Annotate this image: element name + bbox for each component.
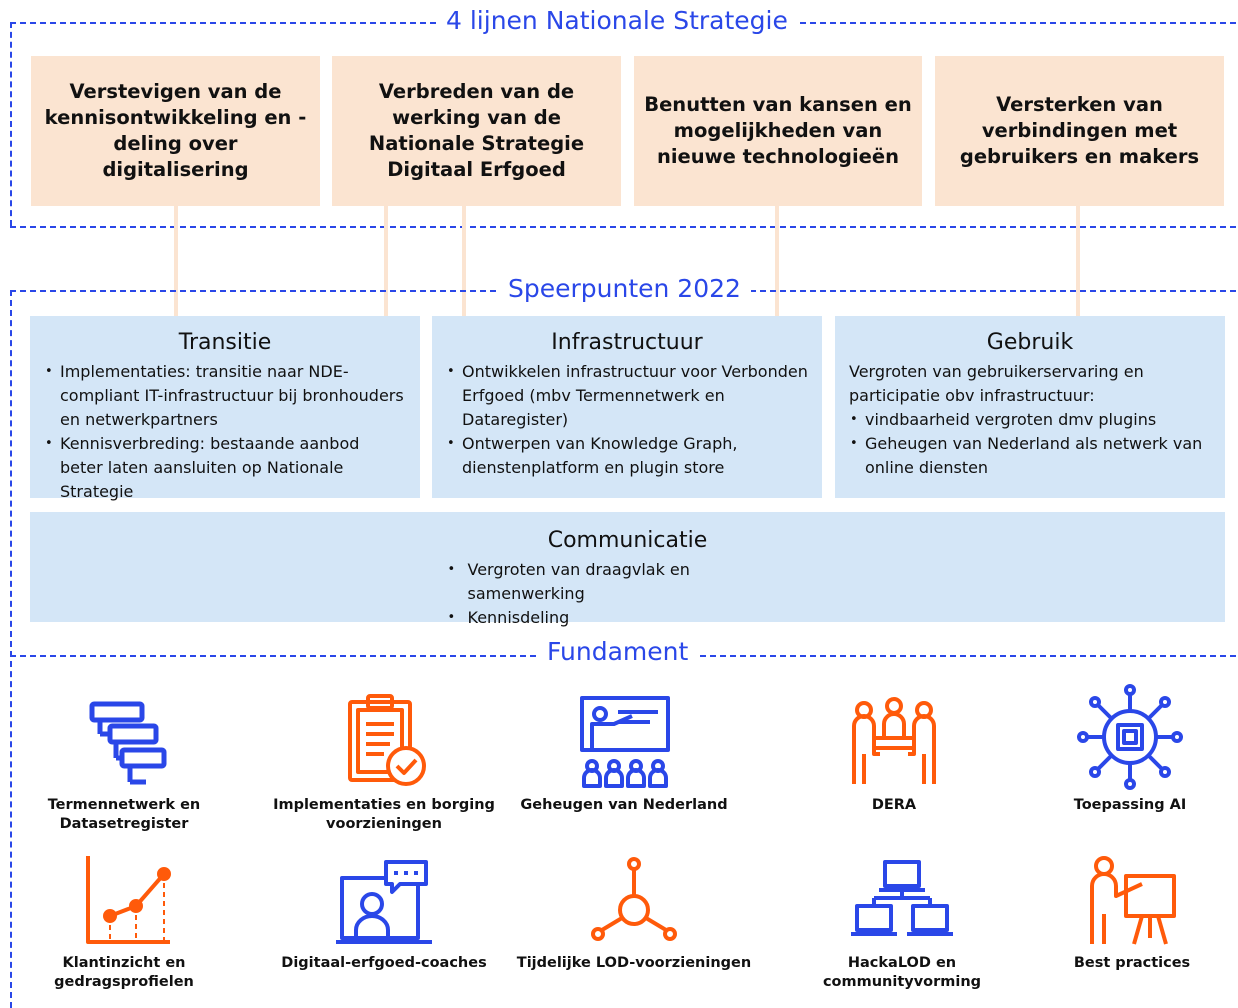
speerpunten-section-title: Speerpunten 2022 [498,274,751,304]
fundament-label: Tijdelijke LOD-voorzieningen [516,955,752,971]
presenter-board-icon [1090,856,1176,945]
gebruik-intro: Vergroten van gebruikerservaring en part… [849,362,1144,405]
communicatie-bullet: Kennisdeling [448,606,808,630]
fundament-label: Geheugen van Nederland [520,797,728,813]
growth-chart-icon [86,856,171,944]
fundament-label: Termennetwerk en Datasetregister [47,797,201,832]
line-card-verbindingen: Versterken van verbindingen met gebruike… [935,56,1224,206]
connector-3 [775,206,779,316]
transitie-title: Transitie [178,330,272,355]
fundament-label: Digitaal-erfgoed-coaches [281,955,487,971]
connected-laptops-icon [851,860,953,936]
communicatie-bullet: Vergroten van draagvlak en samenwerking [448,558,808,606]
connector-4 [1076,206,1080,316]
fundament-label: Klantinzicht en gedragsprofielen [54,955,194,990]
line-card-verbreden: Verbreden van de werking van de National… [332,56,621,206]
infrastructuur-title: Infrastructuur [551,330,703,355]
fundament-item-ai: Toepassing AI [1010,684,1238,815]
lines-frame-bottom [10,226,1236,228]
fundament-item-implementaties: Implementaties en borging voorzieningen [264,694,504,834]
fundament-label: Best practices [1073,955,1191,971]
infrastructuur-bullet: Ontwerpen van Knowledge Graph, dienstenp… [447,432,808,480]
fundament-section-title: Fundament [537,637,699,667]
gebruik-title: Gebruik [986,330,1074,355]
fundament-label: DERA [871,797,917,813]
speerpunten-frame-left [10,290,12,1008]
infrastructuur-bullet: Ontwikkelen infrastructuur voor Verbonde… [447,360,808,432]
transitie-bullet: Implementaties: transitie naar NDE-compl… [45,360,406,432]
clipboard-check-icon [348,694,426,786]
team-meeting-icon [852,697,936,784]
gebruik-bullet: vindbaarheid vergroten dmv plugins [850,408,1211,432]
fundament-item-termennetwerk: Termennetwerk en Datasetregister [4,694,244,834]
ai-chip-icon [1077,684,1183,790]
fundament-item-hackalod: HackaLOD en communityvorming [782,856,1022,992]
fundament-label: Implementaties en borging voorzieningen [273,797,495,832]
speerpunt-transitie: Transitie Implementaties: transitie naar… [30,316,420,501]
gantt-icon [89,701,167,785]
network-nodes-icon [591,857,677,941]
fundament-item-lod: Tijdelijke LOD-voorzieningen [514,856,754,973]
presentation-audience-icon [580,696,670,788]
fundament-label: HackaLOD en communityvorming [822,955,982,990]
connector-2b [462,206,466,316]
speerpunt-infrastructuur: Infrastructuur Ontwikkelen infrastructuu… [432,316,822,498]
fundament-item-coaches: Digitaal-erfgoed-coaches [264,856,504,973]
fundament-item-dera: DERA [774,694,1014,815]
transitie-bullet: Kennisverbreding: bestaande aanbod beter… [45,432,406,504]
line-card-technologieen: Benutten van kansen en mogelijkheden van… [634,56,922,206]
fundament-item-geheugen: Geheugen van Nederland [504,694,744,815]
communicatie-title: Communicatie [547,528,708,553]
lines-section-title: 4 lijnen Nationale Strategie [436,6,798,36]
gebruik-bullet: Geheugen van Nederland als netwerk van o… [850,432,1211,480]
video-coach-icon [336,860,432,944]
fundament-item-best-practices: Best practices [1012,854,1238,973]
line-card-kennisontwikkeling: Verstevigen van de kennisontwikkeling en… [31,56,320,206]
connector-1 [174,206,178,316]
speerpunt-communicatie: Communicatie Vergroten van draagvlak en … [30,512,1225,630]
connector-2a [384,206,388,316]
speerpunt-gebruik: Gebruik Vergroten van gebruikerservaring… [835,316,1225,498]
fundament-label: Toepassing AI [1073,797,1187,813]
fundament-item-klantinzicht: Klantinzicht en gedragsprofielen [4,852,244,992]
lines-frame-left [10,22,12,226]
